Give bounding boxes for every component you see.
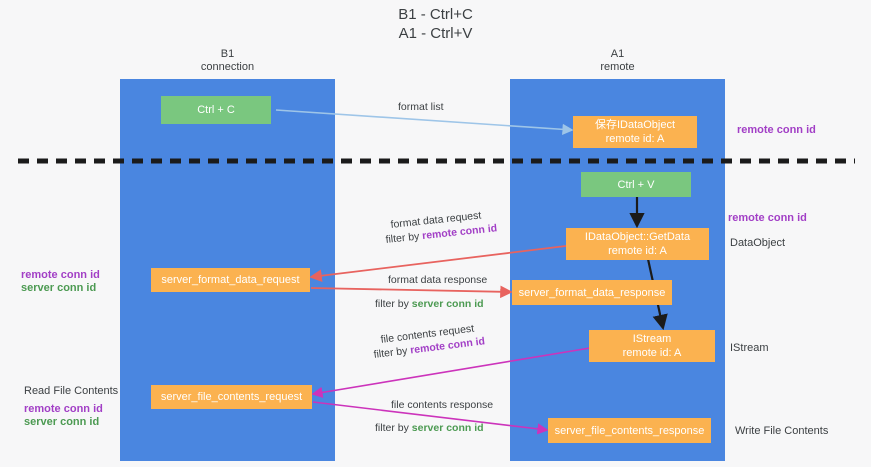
node-ctrl-c-label: Ctrl + C <box>197 104 235 116</box>
annotation-left-server-conn-id-bottom: server conn id <box>24 416 100 428</box>
node-server-file-contents-response[interactable]: server_file_contents_response <box>548 418 711 443</box>
node-server-file-contents-request-label: server_file_contents_request <box>160 391 303 403</box>
node-server-format-data-request-label: server_format_data_request <box>161 274 300 286</box>
annotation-istream: IStream <box>730 342 769 354</box>
node-ctrl-c[interactable]: Ctrl + C <box>161 96 271 124</box>
title-line-2: A1 - Ctrl+V <box>398 25 473 42</box>
annotation-left-server-conn-id-mid: server conn id <box>21 282 97 294</box>
annotation-dataobject: DataObject <box>730 237 786 249</box>
node-getdata-label: IDataObject::GetData <box>584 231 691 243</box>
node-server-file-contents-request[interactable]: server_file_contents_request <box>151 385 312 409</box>
node-server-format-data-request[interactable]: server_format_data_request <box>151 268 310 292</box>
annotation-read-file-contents: Read File Contents <box>24 385 119 397</box>
node-getdata[interactable]: IDataObject::GetData remote id: A <box>566 228 709 260</box>
node-save-idataobject-label: 保存IDataObject <box>594 119 676 131</box>
annotation-remote-conn-id-mid: remote conn id <box>728 212 807 224</box>
node-server-file-contents-response-label: server_file_contents_response <box>554 424 705 437</box>
filter-by-text: filter by <box>375 298 412 310</box>
lane-header-b1: B1 connection <box>120 48 335 74</box>
node-save-idataobject[interactable]: 保存IDataObject remote id: A <box>573 116 697 148</box>
lane-header-a1: A1 remote <box>510 48 725 74</box>
edge-label-format-data-response-filter: filter by server conn id <box>375 298 484 311</box>
node-server-format-data-response-label: server_format_data_response <box>518 286 666 299</box>
annotation-left-remote-conn-id-mid: remote conn id <box>21 269 100 281</box>
node-ctrl-v-label: Ctrl + V <box>617 178 655 191</box>
lane-header-b1-line2: connection <box>200 61 255 73</box>
node-istream[interactable]: IStream remote id: A <box>589 330 715 362</box>
node-save-idataobject-sub: remote id: A <box>605 133 665 145</box>
annotation-remote-conn-id-top: remote conn id <box>737 124 816 136</box>
edge-label-format-list: format list <box>398 101 444 113</box>
node-istream-label: IStream <box>632 333 672 345</box>
filter-by-text: filter by <box>385 230 423 246</box>
edge-label-file-contents-response: file contents response <box>391 399 494 411</box>
lane-header-a1-line1: A1 <box>610 48 625 60</box>
node-ctrl-v[interactable]: Ctrl + V <box>581 172 691 197</box>
edge-label-file-contents-response-filter: filter by server conn id <box>375 422 484 435</box>
edge-format-data-response <box>310 285 513 299</box>
annotation-left-remote-conn-id-bottom: remote conn id <box>24 403 103 415</box>
server-conn-id-text: server conn id <box>411 298 484 310</box>
edge-label-format-data-response: format data response <box>388 274 488 286</box>
title-line-1: B1 - Ctrl+C <box>398 6 473 23</box>
filter-by-text: filter by <box>373 344 411 361</box>
node-server-format-data-response[interactable]: server_format_data_response <box>512 280 672 305</box>
node-istream-sub: remote id: A <box>622 347 682 359</box>
server-conn-id-text: server conn id <box>411 422 484 434</box>
node-getdata-sub: remote id: A <box>608 245 667 257</box>
page-title: B1 - Ctrl+C A1 - Ctrl+V <box>0 5 871 43</box>
annotation-write-file-contents: Write File Contents <box>735 425 829 437</box>
lane-header-b1-line1: B1 <box>220 48 235 60</box>
lane-header-a1-line2: remote <box>600 61 635 73</box>
filter-by-text: filter by <box>375 422 412 434</box>
